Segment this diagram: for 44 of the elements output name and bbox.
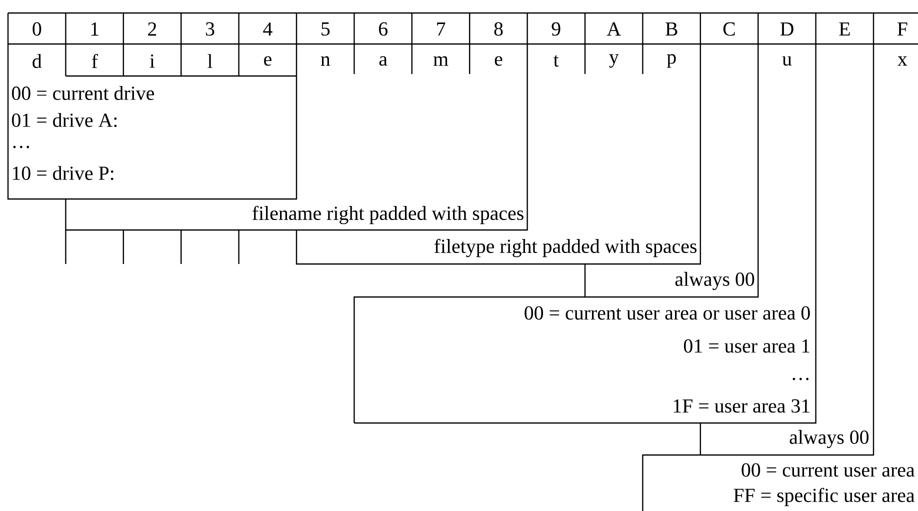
- field-description: always 00: [790, 430, 869, 448]
- byte-number: B: [666, 22, 678, 36]
- field-description: FF = specific user area: [734, 488, 915, 506]
- byte-number: 3: [206, 22, 214, 36]
- byte-number: 6: [378, 22, 388, 36]
- field-letter: i: [150, 54, 155, 68]
- field-letter: m: [433, 56, 448, 66]
- field-description: 00 = current user area or user area 0: [524, 306, 810, 320]
- byte-number: F: [897, 22, 908, 36]
- field-description: 10 = drive P:: [12, 166, 114, 180]
- field-letter: a: [379, 56, 388, 66]
- field-letter: e: [264, 56, 272, 66]
- byte-number: 2: [148, 22, 156, 36]
- field-description: 00 = current user area: [742, 463, 915, 477]
- byte-number: 7: [437, 22, 446, 36]
- byte-number: C: [723, 22, 735, 36]
- field-description: 00 = current drive: [12, 86, 154, 100]
- field-description: always 00: [675, 272, 754, 290]
- field-letter: p: [666, 54, 676, 68]
- field-letter: y: [609, 54, 619, 68]
- field-description: …: [792, 378, 808, 380]
- field-letter: u: [782, 56, 792, 66]
- field-letter: e: [494, 56, 502, 66]
- byte-number: E: [839, 22, 850, 36]
- field-description: 01 = user area 1: [684, 339, 810, 353]
- field-letter: f: [92, 54, 98, 68]
- byte-number: 9: [552, 22, 560, 36]
- field-letter: t: [554, 55, 559, 67]
- field-letter: x: [898, 56, 908, 66]
- byte-number: D: [780, 22, 794, 36]
- byte-number: 4: [263, 22, 272, 36]
- field-description: …: [13, 146, 30, 148]
- field-letter: d: [32, 54, 42, 68]
- byte-number: 0: [32, 22, 42, 36]
- field-description: 01 = drive A:: [12, 112, 117, 128]
- byte-number: 5: [322, 22, 330, 36]
- field-description: 1F = user area 31: [674, 399, 810, 413]
- byte-number: A: [606, 22, 621, 36]
- byte-number: 1: [91, 22, 98, 36]
- field-letter: n: [320, 56, 330, 66]
- field-letter: l: [208, 54, 212, 68]
- byte-number: 8: [494, 22, 503, 36]
- field-description: filename right padded with spaces: [252, 206, 524, 224]
- field-description: filetype right padded with spaces: [434, 238, 697, 258]
